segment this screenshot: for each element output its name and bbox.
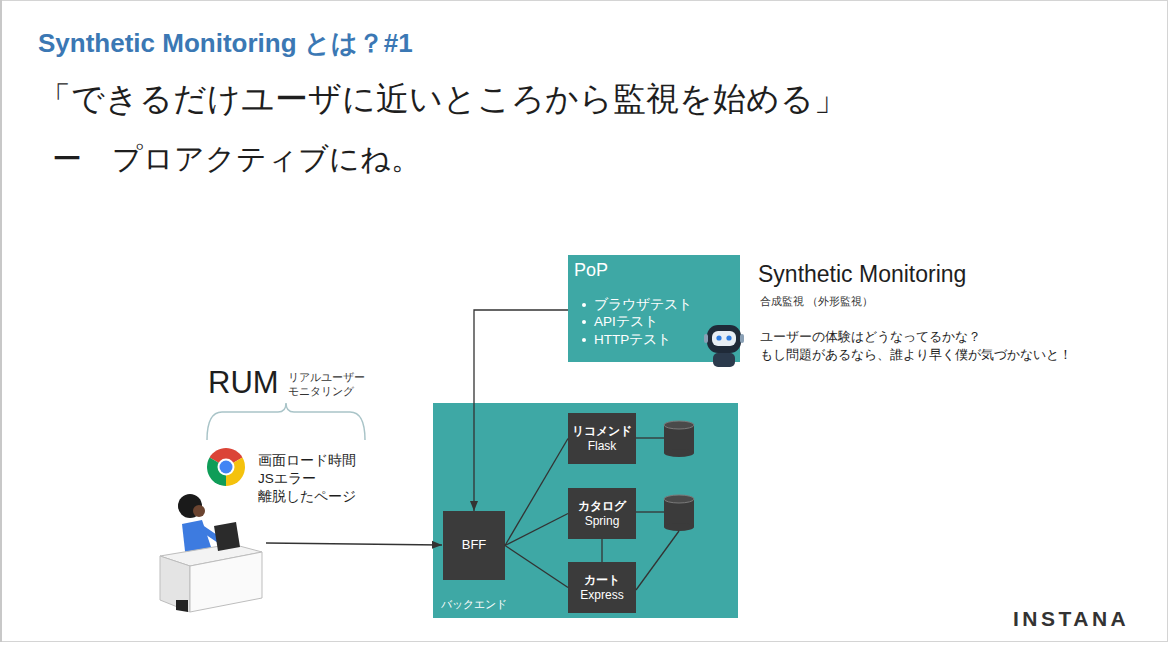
desk-side — [190, 552, 262, 612]
chrome-yellow — [226, 458, 245, 487]
user-foot — [176, 600, 188, 612]
chrome-icon — [207, 448, 245, 486]
subheadline: ー プロアクティブにね。 — [52, 141, 421, 177]
robot-speech: ユーザーの体験はどうなってるかな？ — [760, 330, 981, 345]
user-torso — [182, 520, 214, 560]
section-subtitle: 合成監視 （外形監視） — [760, 295, 873, 308]
user-request-arrow — [266, 543, 442, 545]
bullet-dot — [582, 320, 586, 324]
brand-logo: INSTANA — [1013, 606, 1129, 631]
desk-top — [160, 544, 262, 566]
node-text: Flask — [588, 439, 617, 454]
rum-subtitle: モニタリング — [288, 385, 354, 398]
node-title: カタログ — [578, 499, 626, 514]
node-text: Spring — [585, 514, 620, 529]
node-text: HTTPテスト — [594, 332, 671, 349]
node-title: BFF — [462, 537, 487, 553]
desk-front — [160, 556, 190, 612]
bullet-dot — [582, 338, 586, 342]
bullet-dot — [582, 303, 586, 307]
robot-speech: もし問題があるなら、誰より早く僕が気づかないと！ — [760, 348, 1072, 363]
user-arm — [200, 527, 222, 542]
service-box: カートExpress — [568, 562, 636, 613]
pop-box: PoP ブラウザテストAPIテストHTTPテスト — [568, 255, 740, 362]
chrome-ring — [218, 459, 235, 476]
node-title: バックエンド — [441, 598, 507, 612]
slide-title: Synthetic Monitoring とは？#1 — [38, 28, 413, 59]
rum-heading: RUM — [208, 364, 279, 401]
node-text: APIテスト — [594, 314, 658, 331]
slide-edge — [0, 0, 2, 642]
node-text: Express — [580, 588, 623, 603]
service-box: BFF — [443, 511, 505, 580]
section-heading: Synthetic Monitoring — [758, 261, 966, 289]
headline: 「できるだけユーザに近いところから監視を始める」 — [38, 79, 847, 119]
rum-subtitle: リアルユーザー — [288, 371, 365, 384]
service-box: カタログSpring — [568, 488, 636, 539]
node-title: PoP — [574, 259, 608, 282]
user-face — [193, 505, 205, 517]
chrome-green — [207, 458, 226, 487]
chrome-red — [210, 448, 243, 467]
rum-metric: JSエラー — [258, 471, 316, 487]
node-text: ブラウザテスト — [594, 297, 692, 314]
robot-ear — [740, 334, 744, 343]
service-box: リコメンドFlask — [568, 413, 636, 464]
chrome-center — [220, 461, 233, 474]
node-title: カート — [584, 573, 620, 588]
user-illustration — [160, 494, 262, 612]
rum-bracket — [207, 403, 365, 440]
laptop — [214, 522, 240, 551]
node-title: リコメンド — [572, 424, 632, 439]
backend-group: BFF リコメンドFlask カタログSpring カートExpress バックエンド — [433, 403, 738, 618]
rum-metric: 画面ロード時間 — [258, 453, 356, 469]
user-hair — [178, 494, 202, 518]
rum-metric: 離脱したページ — [258, 489, 356, 505]
